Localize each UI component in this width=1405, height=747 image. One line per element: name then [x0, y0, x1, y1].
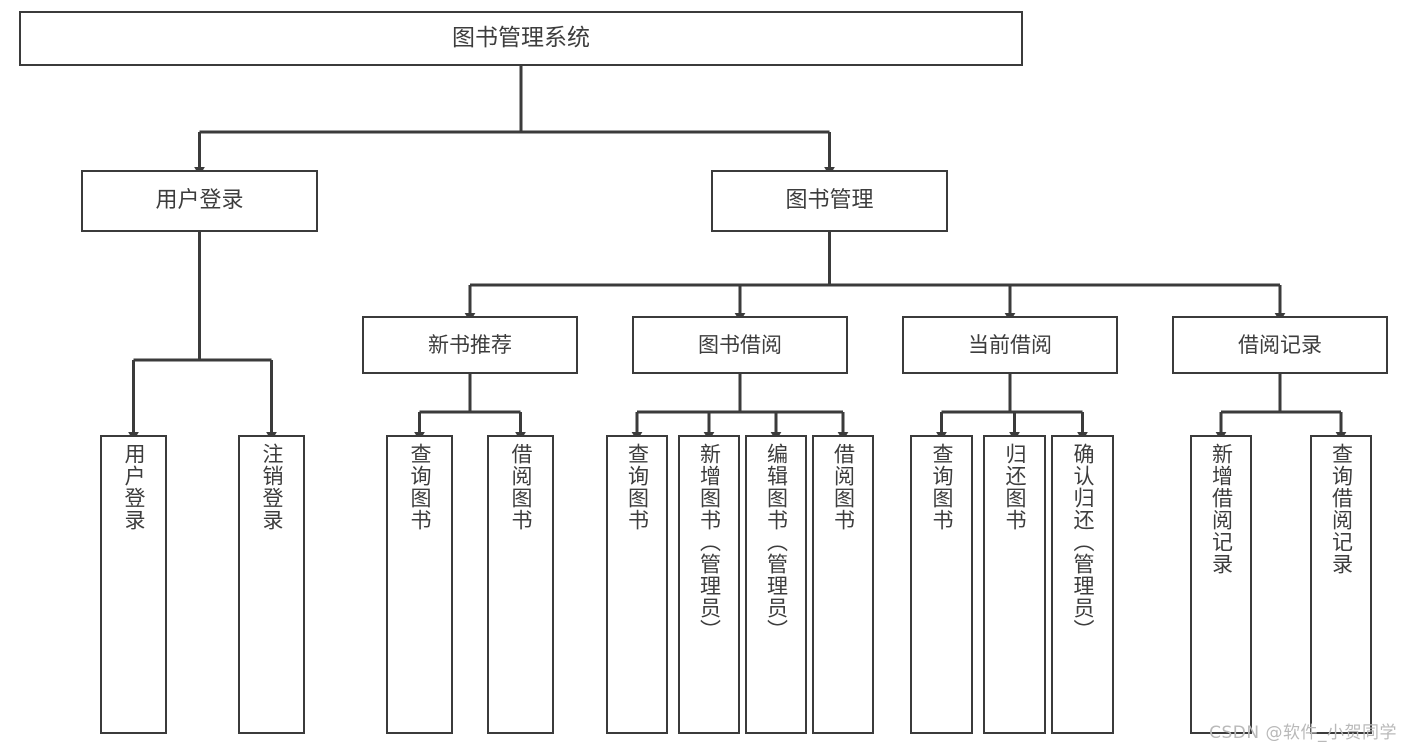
- node-current-borrow[interactable]: 当前借阅: [902, 316, 1118, 374]
- node-label: 查询图书: [625, 443, 650, 531]
- node-leaf-query-rec[interactable]: 查询借阅记录: [1310, 435, 1372, 734]
- node-label: 新书推荐: [428, 332, 512, 357]
- node-leaf-add-rec[interactable]: 新增借阅记录: [1190, 435, 1252, 734]
- node-label: 用户登录: [155, 188, 244, 214]
- node-leaf-query-3[interactable]: 查询图书: [910, 435, 973, 734]
- node-label: 新增图书（管理员）: [697, 443, 722, 641]
- node-label: 确认归还（管理员）: [1071, 443, 1095, 641]
- node-leaf-borrow-2[interactable]: 借阅图书: [812, 435, 874, 734]
- node-leaf-user-login[interactable]: 用户登录: [100, 435, 167, 734]
- node-label: 借阅记录: [1238, 332, 1322, 357]
- node-book-borrow[interactable]: 图书借阅: [632, 316, 848, 374]
- node-leaf-logout[interactable]: 注销登录: [238, 435, 305, 734]
- node-new-book-rec[interactable]: 新书推荐: [362, 316, 578, 374]
- node-label: 图书管理系统: [452, 24, 590, 51]
- node-book-manage[interactable]: 图书管理: [711, 170, 948, 232]
- node-leaf-query-2[interactable]: 查询图书: [606, 435, 668, 734]
- node-root[interactable]: 图书管理系统: [19, 11, 1023, 66]
- node-user-login[interactable]: 用户登录: [81, 170, 318, 232]
- node-leaf-return[interactable]: 归还图书: [983, 435, 1046, 734]
- watermark: CSDN @软件_小贺同学: [1209, 723, 1397, 743]
- node-label: 编辑图书（管理员）: [764, 443, 789, 641]
- node-label: 查询借阅记录: [1329, 443, 1354, 575]
- node-label: 借阅图书: [831, 443, 856, 531]
- node-label: 注销登录: [260, 443, 284, 531]
- node-label: 用户登录: [122, 443, 146, 531]
- node-label: 查询图书: [930, 443, 954, 531]
- node-leaf-query-1[interactable]: 查询图书: [386, 435, 453, 734]
- node-label: 归还图书: [1003, 443, 1027, 531]
- node-leaf-add-book[interactable]: 新增图书（管理员）: [678, 435, 740, 734]
- node-label: 图书借阅: [698, 332, 782, 357]
- node-label: 图书管理: [785, 188, 874, 214]
- node-label: 借阅图书: [509, 443, 533, 531]
- node-leaf-edit-book[interactable]: 编辑图书（管理员）: [745, 435, 807, 734]
- node-leaf-borrow-1[interactable]: 借阅图书: [487, 435, 554, 734]
- node-label: 当前借阅: [968, 332, 1052, 357]
- node-label: 新增借阅记录: [1209, 443, 1234, 575]
- node-label: 查询图书: [408, 443, 432, 531]
- node-leaf-confirm[interactable]: 确认归还（管理员）: [1051, 435, 1114, 734]
- node-borrow-record[interactable]: 借阅记录: [1172, 316, 1388, 374]
